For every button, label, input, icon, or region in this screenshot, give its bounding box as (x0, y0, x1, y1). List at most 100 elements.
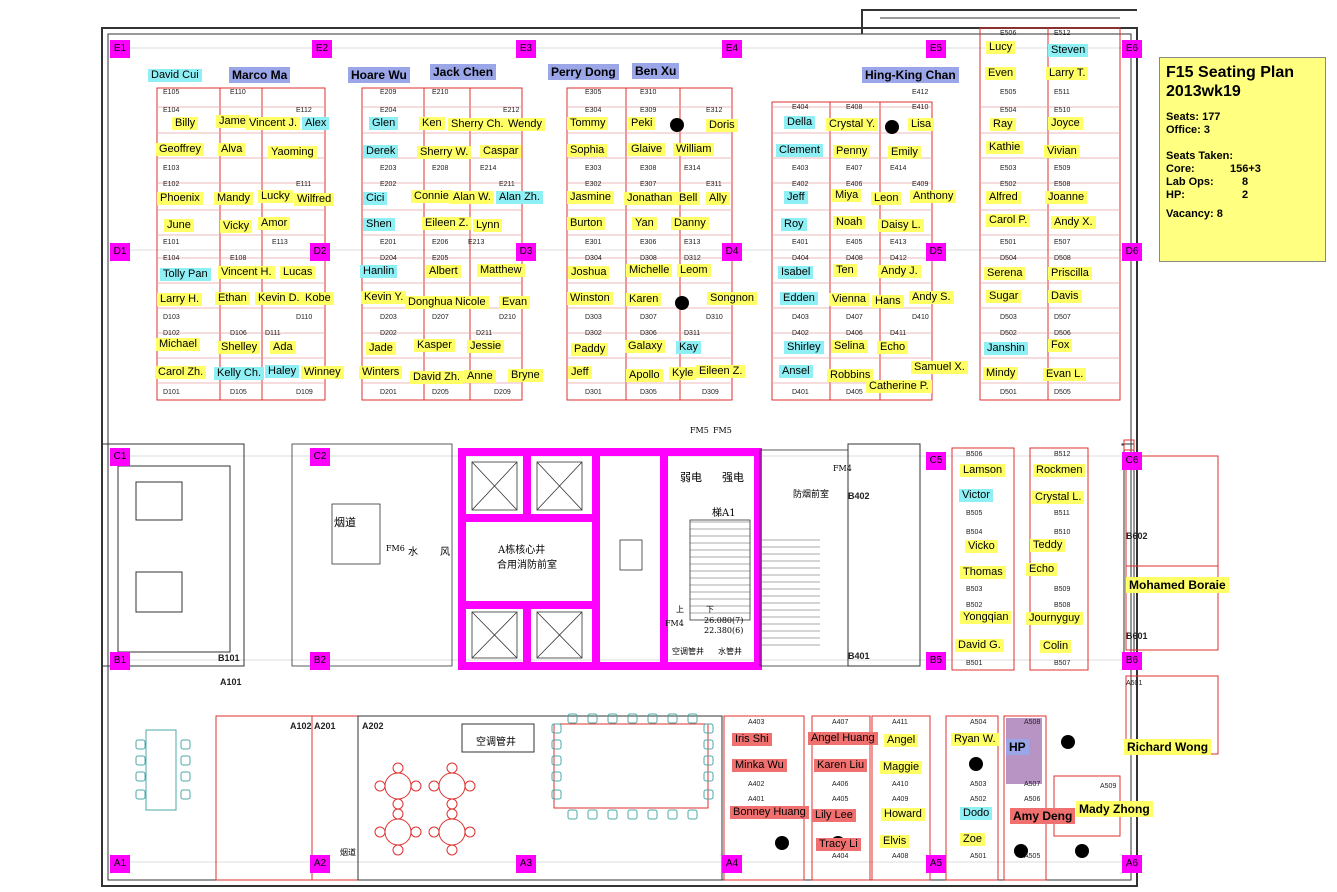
seat-occupant-label[interactable]: Kobe (302, 292, 334, 305)
seat-occupant-label[interactable]: Iris Shi (732, 733, 772, 746)
seat-occupant-label[interactable]: Jade (366, 342, 396, 355)
seat-occupant-label[interactable]: Marco Ma (229, 67, 291, 83)
seat-occupant-label[interactable]: Jeff (568, 366, 592, 379)
seat-occupant-label[interactable]: Sherry Ch. (448, 118, 507, 131)
seat-occupant-label[interactable]: Kasper (414, 339, 455, 352)
seat-occupant-label[interactable]: Steven (1048, 44, 1089, 57)
seat-occupant-label[interactable]: Evan (499, 296, 531, 309)
seat-occupant-label[interactable]: David Zh. (410, 371, 464, 384)
seat-occupant-label[interactable]: Hanlin (360, 265, 398, 278)
seat-occupant-label[interactable]: Tolly Pan (160, 268, 211, 281)
seat-occupant-label[interactable]: Doris (706, 119, 738, 132)
seat-occupant-label[interactable]: Penny (833, 145, 871, 158)
seat-occupant-label[interactable]: Catherine P. (866, 380, 932, 393)
seat-occupant-label[interactable]: Perry Dong (548, 64, 619, 80)
seat-occupant-label[interactable]: Joshua (568, 266, 610, 279)
seat-occupant-label[interactable]: Alan Zh. (496, 191, 543, 204)
seat-occupant-label[interactable]: Mandy (214, 192, 254, 205)
seat-occupant-label[interactable]: Priscilla (1048, 267, 1092, 280)
seat-occupant-label[interactable]: Jack Chen (430, 64, 497, 80)
seat-occupant-label[interactable]: Emily (888, 146, 921, 159)
seat-occupant-label[interactable]: Victor (959, 489, 993, 502)
seat-occupant-label[interactable]: Ansel (779, 365, 813, 378)
seat-occupant-label[interactable]: Donghua (405, 296, 456, 309)
seat-occupant-label[interactable]: Geoffrey (156, 143, 204, 156)
seat-occupant-label[interactable]: Hoare Wu (348, 67, 410, 83)
seat-occupant-label[interactable]: Ada (270, 341, 296, 354)
seat-occupant-label[interactable]: Noah (833, 216, 866, 229)
seat-occupant-label[interactable]: Sophia (567, 144, 608, 157)
seat-occupant-label[interactable]: Glaive (628, 143, 666, 156)
seat-occupant-label[interactable]: Lucas (280, 266, 316, 279)
seat-occupant-label[interactable]: Billy (172, 117, 199, 130)
seat-occupant-label[interactable]: Karen Liu (814, 759, 868, 772)
seat-occupant-label[interactable]: Nicole (452, 296, 489, 309)
seat-occupant-label[interactable]: Sugar (986, 290, 1022, 303)
seat-occupant-label[interactable]: Winney (301, 366, 344, 379)
seat-occupant-label[interactable]: Alva (218, 143, 246, 156)
seat-occupant-label[interactable]: Vincent H. (218, 266, 275, 279)
seat-occupant-label[interactable]: Carol P. (986, 214, 1031, 227)
seat-occupant-label[interactable]: Ray (990, 118, 1016, 131)
seat-occupant-label[interactable]: Ally (706, 192, 730, 205)
seat-occupant-label[interactable]: Carol Zh. (155, 366, 207, 379)
seat-occupant-label[interactable]: HP (1006, 739, 1029, 755)
seat-occupant-label[interactable]: Paddy (571, 343, 609, 356)
seat-occupant-label[interactable]: Teddy (1030, 539, 1066, 552)
seat-occupant-label[interactable]: Alex (302, 117, 330, 130)
seat-occupant-label[interactable]: Larry T. (1046, 67, 1089, 80)
seat-occupant-label[interactable]: Peki (628, 117, 656, 130)
seat-occupant-label[interactable]: Echo (877, 341, 909, 354)
seat-occupant-label[interactable]: David G. (955, 639, 1004, 652)
seat-occupant-label[interactable]: Joanne (1045, 191, 1088, 204)
seat-occupant-label[interactable]: Winston (567, 292, 613, 305)
seat-occupant-label[interactable]: Sherry W. (417, 146, 472, 159)
seat-occupant-label[interactable]: Jasmine (567, 191, 614, 204)
seat-occupant-label[interactable]: Mady Zhong (1076, 801, 1153, 817)
seat-occupant-label[interactable]: Richard Wong (1124, 739, 1212, 755)
seat-occupant-label[interactable]: Dodo (960, 807, 993, 820)
seat-occupant-label[interactable]: Howard (881, 808, 925, 821)
seat-occupant-label[interactable]: Roy (781, 218, 807, 231)
seat-occupant-label[interactable]: Andy S. (909, 291, 954, 304)
seat-occupant-label[interactable]: Ten (833, 264, 857, 277)
seat-occupant-label[interactable]: Andy J. (878, 265, 921, 278)
seat-occupant-label[interactable]: Michael (156, 338, 200, 351)
seat-occupant-label[interactable]: Bell (676, 192, 701, 205)
seat-occupant-label[interactable]: Jame (216, 115, 249, 128)
seat-occupant-label[interactable]: Eileen Z. (422, 217, 472, 230)
seat-occupant-label[interactable]: Elvis (880, 835, 910, 848)
seat-occupant-label[interactable]: Mohamed Boraie (1126, 577, 1229, 593)
seat-occupant-label[interactable]: Wendy (505, 118, 546, 131)
seat-occupant-label[interactable]: William (673, 143, 715, 156)
seat-occupant-label[interactable]: Ethan (215, 292, 250, 305)
seat-occupant-label[interactable]: Andy X. (1051, 216, 1096, 229)
seat-occupant-label[interactable]: Michelle (626, 264, 673, 277)
seat-occupant-label[interactable]: Karen (626, 293, 662, 306)
seat-occupant-label[interactable]: Della (784, 116, 816, 129)
seat-occupant-label[interactable]: Evan L. (1043, 368, 1087, 381)
seat-occupant-label[interactable]: Lamson (960, 464, 1006, 477)
seat-occupant-label[interactable]: Edden (780, 292, 818, 305)
seat-occupant-label[interactable]: Amy Deng (1010, 808, 1076, 824)
seat-occupant-label[interactable]: Apollo (626, 369, 663, 382)
seat-occupant-label[interactable]: Janshin (984, 342, 1028, 355)
seat-occupant-label[interactable]: Vicko (965, 540, 998, 553)
seat-occupant-label[interactable]: Robbins (827, 369, 874, 382)
seat-occupant-label[interactable]: Kyle (669, 367, 697, 380)
seat-occupant-label[interactable]: Larry H. (157, 293, 203, 306)
seat-occupant-label[interactable]: Anthony (910, 190, 957, 203)
seat-occupant-label[interactable]: Matthew (477, 264, 525, 277)
seat-occupant-label[interactable]: Jessie (467, 340, 505, 353)
seat-occupant-label[interactable]: Zoe (960, 833, 985, 846)
seat-occupant-label[interactable]: Bonney Huang (730, 806, 809, 819)
seat-occupant-label[interactable]: Glen (369, 117, 399, 130)
seat-occupant-label[interactable]: David Cui (148, 69, 202, 82)
seat-occupant-label[interactable]: Songnon (707, 292, 758, 305)
seat-occupant-label[interactable]: Isabel (778, 266, 814, 279)
seat-occupant-label[interactable]: Clement (776, 144, 823, 157)
seat-occupant-label[interactable]: Vicky (220, 220, 253, 233)
seat-occupant-label[interactable]: Amor (258, 217, 291, 230)
seat-occupant-label[interactable]: Selina (831, 340, 868, 353)
seat-occupant-label[interactable]: Wilfred (294, 193, 335, 206)
